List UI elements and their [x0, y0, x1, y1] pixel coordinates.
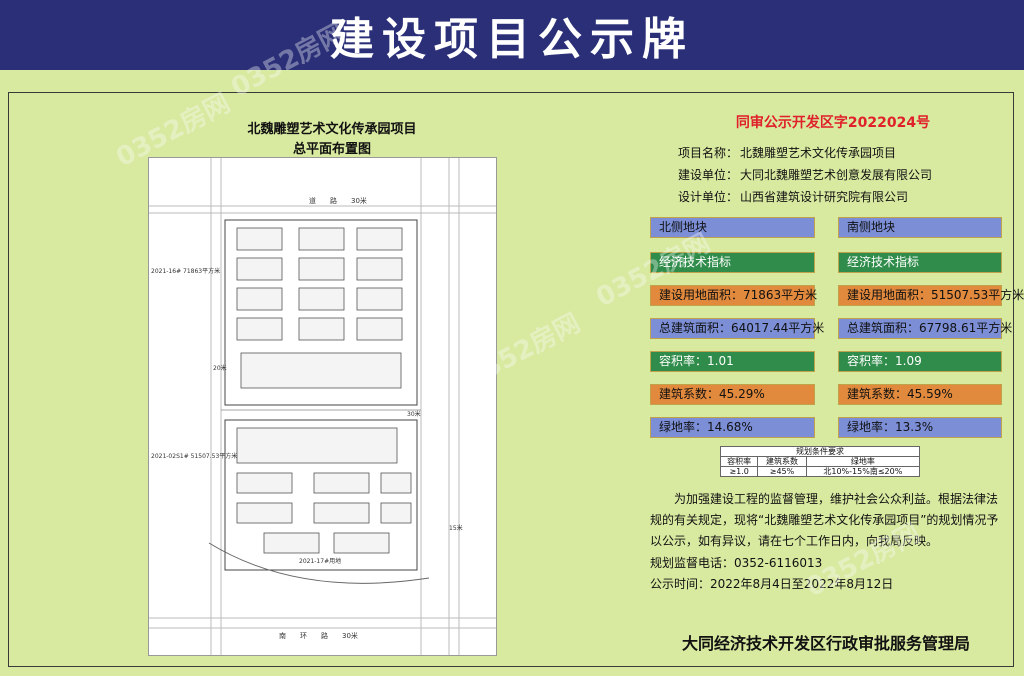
north-indicators-title: 经济技术指标: [650, 252, 815, 273]
plan-subtitle: 总平面布置图: [292, 142, 371, 157]
approval-number: 同审公示开发区字2022024号: [735, 115, 931, 131]
conditions-header: 建筑系数: [757, 456, 807, 467]
north-plot-ratio: 容积率：1.01: [650, 351, 815, 372]
conditions-value: 北10%-15%南≤20%: [805, 466, 921, 477]
south-plot-ratio: 容积率：1.09: [838, 351, 1002, 372]
north-parcel-name: 北侧地块: [650, 217, 815, 238]
plan-title: 北魏雕塑艺术文化传承园项目: [247, 122, 417, 137]
south-land-area: 建设用地面积：51507.53平方米: [838, 285, 1024, 306]
conditions-header: 绿地率: [805, 456, 921, 467]
north-land-area: 建设用地面积：71863平方米: [650, 285, 817, 306]
info-project-name: 项目名称：北魏雕塑艺术文化传承园项目: [678, 144, 896, 161]
content-frame: [8, 92, 1014, 667]
info-label: 设计单位：: [678, 190, 739, 204]
info-value: 北魏雕塑艺术文化传承园项目: [740, 146, 897, 160]
notice-text: 为加强建设工程的监督管理，维护社会公众利益。根据法律法规的有关规定，现将“北魏雕…: [650, 492, 999, 548]
south-parcel-name: 南侧地块: [838, 217, 1002, 238]
site-plan-drawing: 道 路 30米 南 环 路 30米 2021-16# 71863平方米 2021…: [148, 157, 497, 656]
conditions-header: 容积率: [719, 456, 759, 467]
info-value: 大同北魏雕塑艺术创意发展有限公司: [740, 168, 933, 182]
south-coverage: 建筑系数：45.59%: [838, 384, 1002, 405]
north-coverage: 建筑系数：45.29%: [650, 384, 815, 405]
width-30-label: 30米: [407, 410, 421, 418]
page-title: 建设项目公示牌: [330, 14, 694, 65]
south-green-ratio: 绿地率：13.3%: [838, 417, 1002, 438]
conditions-value: ≥1.0: [719, 466, 759, 477]
info-label: 建设单位：: [678, 168, 739, 182]
site-plan-svg: 道 路 30米 南 环 路 30米 2021-16# 71863平方米 2021…: [149, 158, 496, 655]
road-top-label: 道 路 30米: [309, 196, 367, 205]
header-banner: 建设项目公示牌: [0, 0, 1024, 70]
issuing-authority: 大同经济技术开发区行政审批服务管理局: [681, 634, 970, 653]
north-green-ratio: 绿地率：14.68%: [650, 417, 815, 438]
info-label: 项目名称：: [678, 146, 739, 160]
road-bottom-label: 南 环 路 30米: [279, 631, 358, 640]
width-15-label: 15米: [449, 524, 463, 532]
info-designer: 设计单位：山西省建筑设计研究院有限公司: [678, 188, 908, 205]
width-20-label: 20米: [213, 364, 227, 372]
south-indicators-title: 经济技术指标: [838, 252, 1002, 273]
conditions-title: 规划条件要求: [720, 446, 920, 457]
notice-period: 公示时间：2022年8月4日至2022年8月12日: [650, 577, 894, 591]
info-builder: 建设单位：大同北魏雕塑艺术创意发展有限公司: [678, 166, 932, 183]
parcel-bottom-label: 2021-17#用地: [299, 557, 341, 565]
planning-conditions-table: 规划条件要求 容积率 建筑系数 绿地率 ≥1.0 ≥45% 北10%-15%南≤…: [719, 446, 921, 477]
notice-phone: 规划监督电话：0352-6116013: [650, 556, 823, 570]
parcel-north-label: 2021-16# 71863平方米: [151, 267, 220, 275]
parcel-south-label: 2021-02S1# 51507.53平方米: [151, 452, 237, 460]
north-floor-area: 总建筑面积：64017.44平方米: [650, 318, 824, 339]
info-value: 山西省建筑设计研究院有限公司: [740, 190, 909, 204]
conditions-value: ≥45%: [757, 466, 807, 477]
south-floor-area: 总建筑面积：67798.61平方米: [838, 318, 1012, 339]
